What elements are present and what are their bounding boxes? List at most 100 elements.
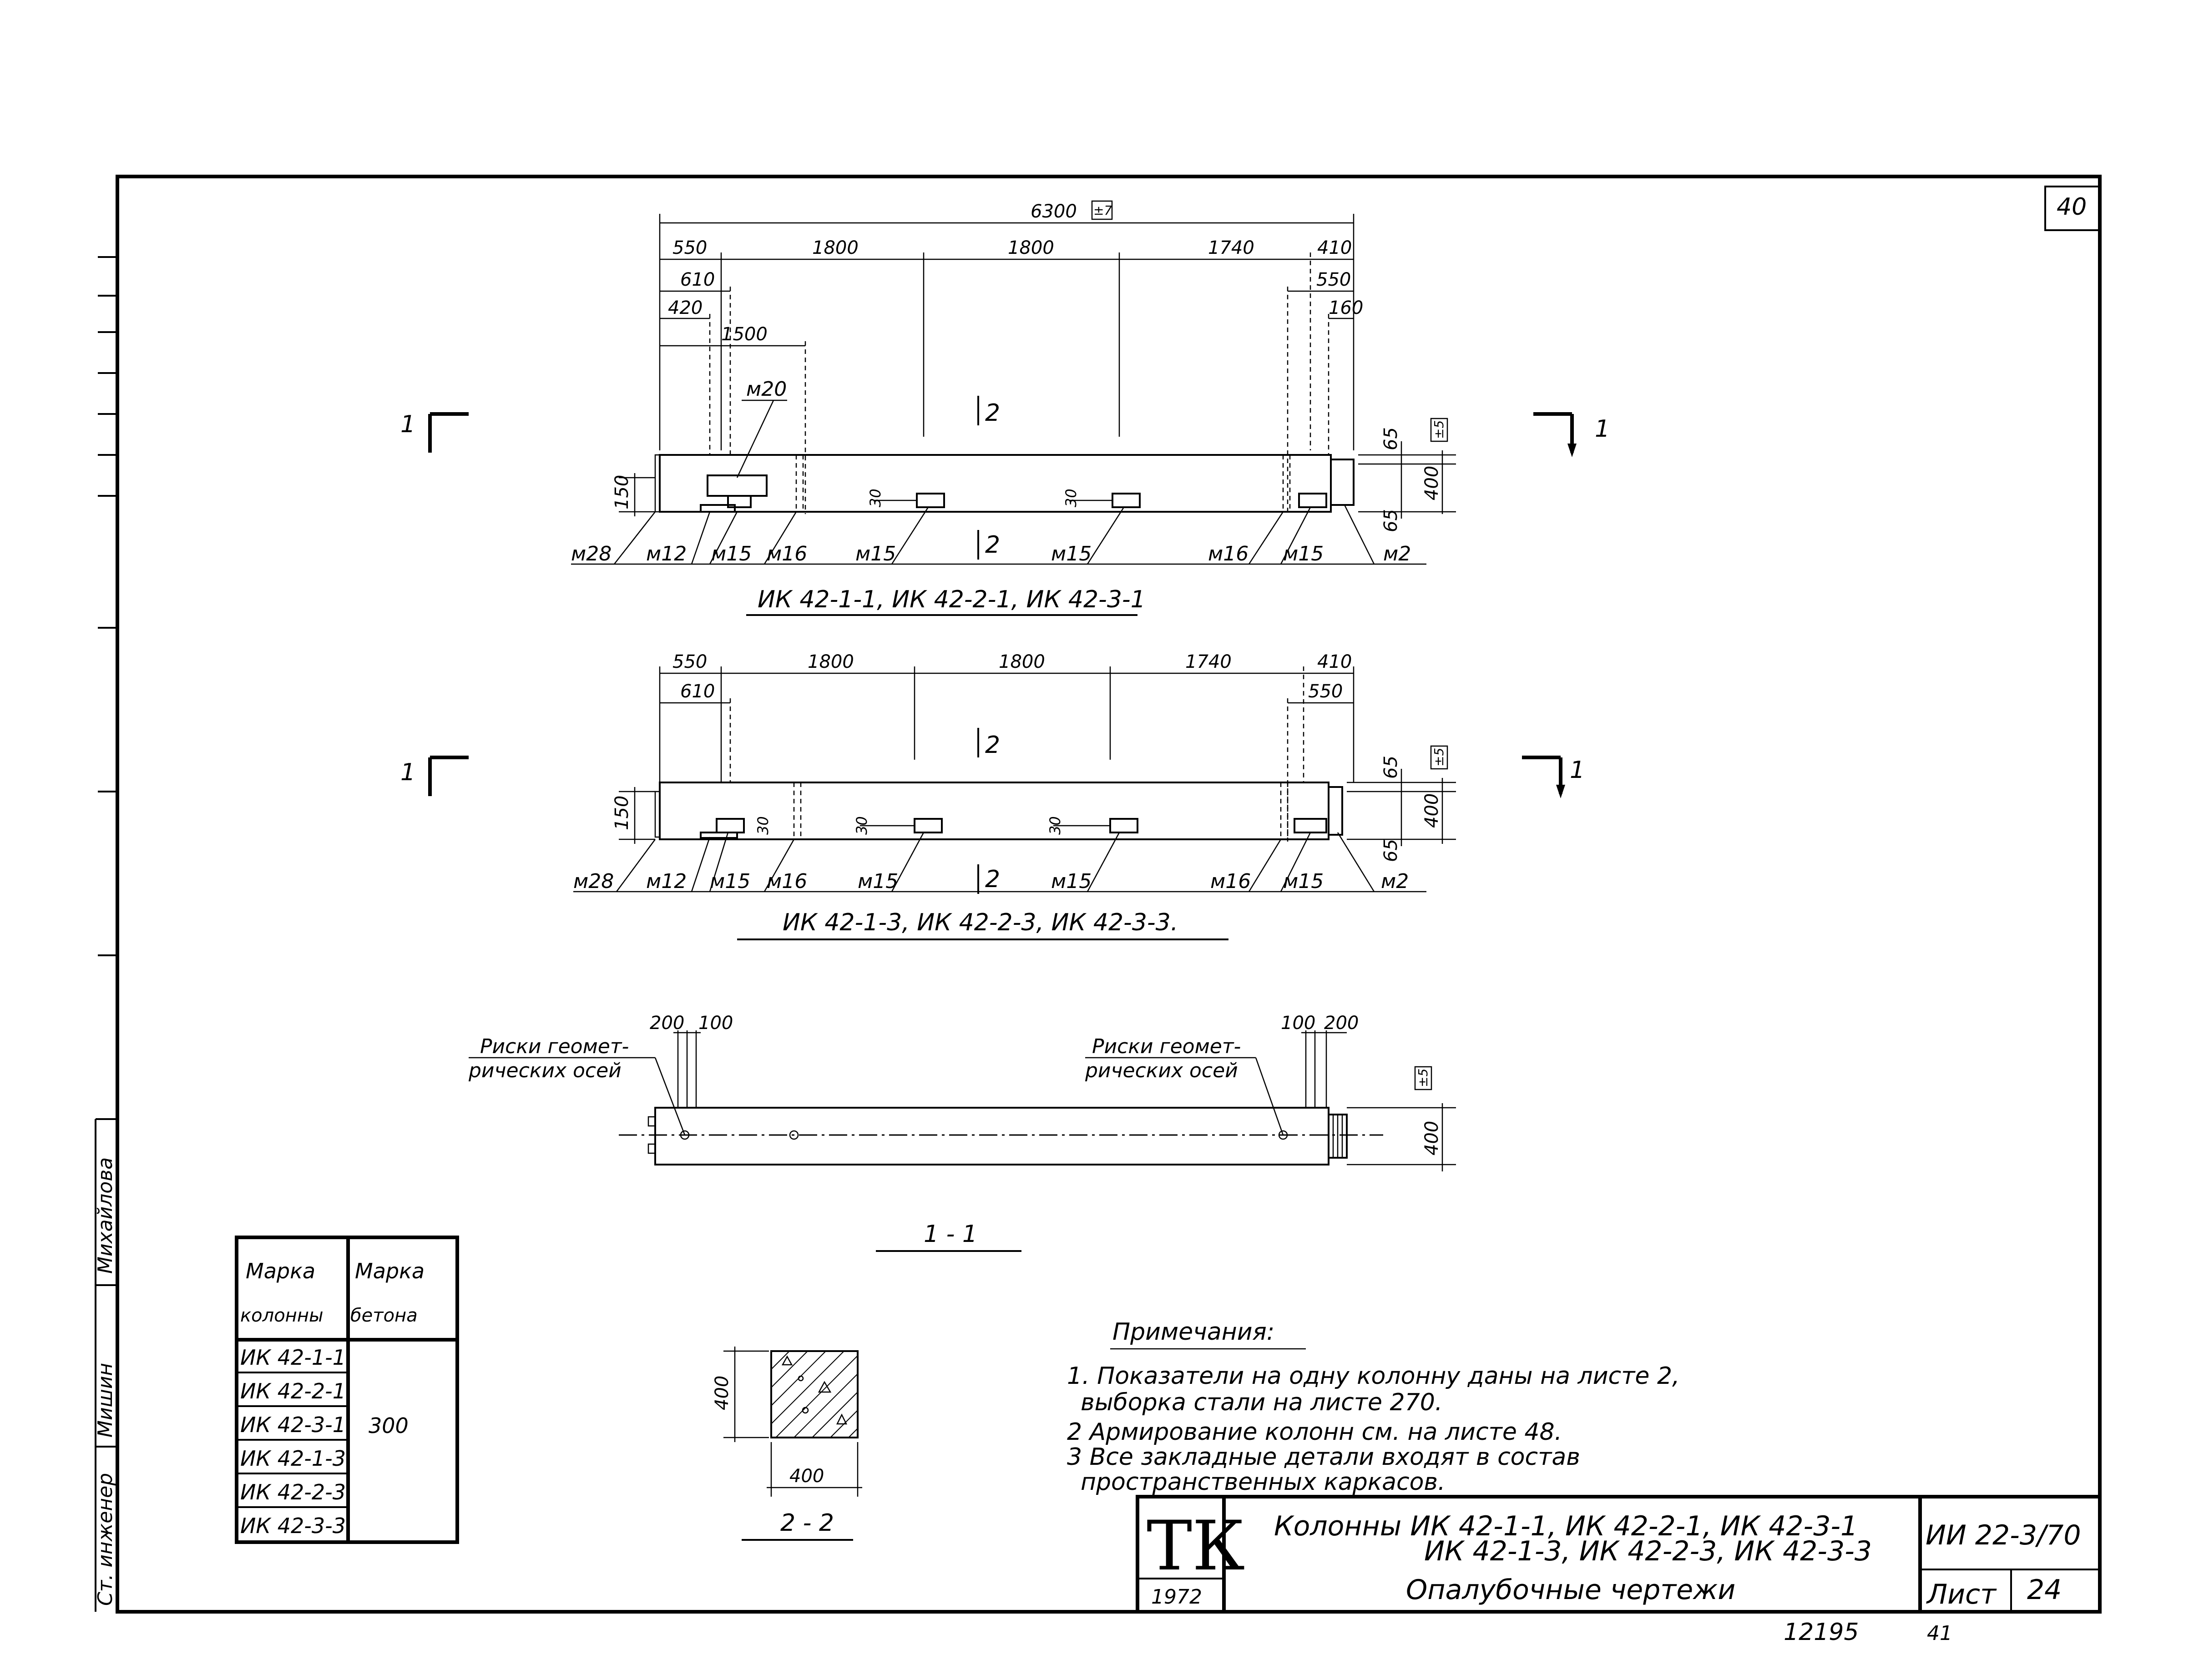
v2-dim-top-2: 1800 bbox=[808, 651, 854, 672]
part-m2: м2 bbox=[1383, 542, 1411, 565]
v2-left-vert-150: 150 bbox=[612, 796, 632, 830]
v2-part-m15-a: м15 bbox=[710, 870, 750, 893]
table-row-2: ИК 42-2-1 bbox=[240, 1379, 346, 1403]
note-2: 2 Армирование колонн см. на листе 48. bbox=[1067, 1418, 1562, 1446]
v3-note-right-2: рических осей bbox=[1085, 1059, 1238, 1082]
v3-note-right-1: Риски геомет- bbox=[1092, 1035, 1241, 1058]
mark-30-b: 30 bbox=[1062, 489, 1080, 507]
notes: Примечания: 1. Показатели на одну колонн… bbox=[1067, 1318, 1680, 1496]
tol-overall: ±7 bbox=[1093, 203, 1112, 218]
table-row-5: ИК 42-2-3 bbox=[240, 1480, 346, 1504]
part-m28: м28 bbox=[571, 542, 612, 565]
note-3a: 3 Все закладные детали входят в состав bbox=[1067, 1443, 1580, 1471]
v2-right-vert-400: 400 bbox=[1421, 793, 1442, 828]
table-header-col2b: бетона bbox=[350, 1305, 418, 1326]
v3-note-left-1: Риски геомет- bbox=[480, 1035, 629, 1058]
dim-top-2: 1800 bbox=[812, 237, 859, 258]
tb-series: ИИ 22-3/70 bbox=[1926, 1519, 2081, 1551]
tol-right: ±5 bbox=[1431, 420, 1446, 439]
view1-caption: ИК 42-1-1, ИК 42-2-1, ИК 42-3-1 bbox=[758, 586, 1146, 613]
table-row-4: ИК 42-1-3 bbox=[240, 1446, 346, 1471]
v2-section-mark-bottom: 2 bbox=[985, 866, 1000, 893]
tb-logo: ТК bbox=[1147, 1507, 1245, 1586]
v2-part-m16-b: м16 bbox=[1210, 870, 1251, 893]
table-row-1: ИК 42-1-1 bbox=[240, 1345, 346, 1370]
view2-caption: ИК 42-1-3, ИК 42-2-3, ИК 42-3-3. bbox=[783, 909, 1178, 936]
v2-part-m16-a: м16 bbox=[767, 870, 807, 893]
table-header-col1b: колонны bbox=[240, 1305, 324, 1326]
bottom-number-2: 41 bbox=[1927, 1622, 1952, 1645]
note-3b: пространственных каркасов. bbox=[1081, 1468, 1446, 1496]
section-2-2: 400 400 2 - 2 bbox=[712, 1347, 862, 1541]
mark-30-a: 30 bbox=[867, 489, 884, 507]
tb-year: 1972 bbox=[1151, 1585, 1202, 1609]
section22-caption: 2 - 2 bbox=[780, 1509, 834, 1537]
side-label-sign1: Мишин bbox=[94, 1363, 117, 1438]
dim-left-420: 420 bbox=[668, 298, 703, 318]
v2-dim-top-1: 550 bbox=[672, 651, 707, 672]
v3-note-left-2: рических осей bbox=[468, 1059, 622, 1082]
dim-top-3: 1800 bbox=[1008, 237, 1054, 258]
view3-caption: 1 - 1 bbox=[924, 1221, 977, 1248]
part-m15-a: м15 bbox=[711, 542, 752, 565]
section-mark-top: 2 bbox=[985, 399, 1000, 427]
dim-right-550: 550 bbox=[1316, 269, 1351, 290]
v2-part-m12: м12 bbox=[646, 870, 687, 893]
table-header-col2: Марка bbox=[355, 1259, 425, 1283]
table-row-3: ИК 42-3-1 bbox=[240, 1413, 346, 1437]
v2-mark-30-a: 30 bbox=[754, 816, 772, 835]
v2-cut-mark-left: 1 bbox=[400, 759, 415, 786]
v2-dim-right-550: 550 bbox=[1308, 681, 1343, 702]
v2-part-m15-b: м15 bbox=[858, 870, 898, 893]
dim-left-610: 610 bbox=[680, 269, 715, 290]
part-m20: м20 bbox=[746, 378, 787, 401]
v3-right-vert-400: 400 bbox=[1421, 1121, 1442, 1155]
s22-width: 400 bbox=[789, 1466, 824, 1487]
s22-height: 400 bbox=[712, 1376, 733, 1410]
part-m16-a: м16 bbox=[767, 542, 807, 565]
v2-right-vert-65-top: 65 bbox=[1380, 756, 1401, 779]
v2-part-m15-d: м15 bbox=[1283, 870, 1324, 893]
right-vert-65-top: 65 bbox=[1380, 427, 1401, 450]
dim-overall: 6300 bbox=[1031, 201, 1077, 222]
dim-left-1500: 1500 bbox=[721, 324, 768, 345]
part-m12: м12 bbox=[646, 542, 687, 565]
v3-dim-100-r: 100 bbox=[1281, 1013, 1315, 1034]
section-mark-bottom: 2 bbox=[985, 531, 1000, 559]
title-block: ТК 1972 Колонны ИК 42-1-1, ИК 42-2-1, ИК… bbox=[1136, 1495, 2102, 1614]
v2-part-m2: м2 bbox=[1381, 870, 1409, 893]
part-m15-d: м15 bbox=[1283, 542, 1324, 565]
tb-title-1: Колонны ИК 42-1-1, ИК 42-2-1, ИК 42-3-1 bbox=[1274, 1510, 1858, 1542]
part-m16-b: м16 bbox=[1208, 542, 1249, 565]
v2-cut-mark-right: 1 bbox=[1570, 757, 1585, 784]
dim-top-4: 1740 bbox=[1208, 237, 1254, 258]
table-row-6: ИК 42-3-3 bbox=[240, 1514, 346, 1538]
view-3: 200 100 100 200 Риски геомет- рических о… bbox=[468, 1013, 1456, 1252]
dim-right-160: 160 bbox=[1329, 298, 1363, 318]
v2-part-m28: м28 bbox=[573, 870, 614, 893]
v2-dim-top-3: 1800 bbox=[999, 651, 1045, 672]
corner-number: 40 bbox=[2057, 193, 2087, 221]
tb-sheet-label: Лист bbox=[1926, 1579, 1997, 1610]
v2-dim-top-4: 1740 bbox=[1185, 651, 1232, 672]
view-2: 550 1800 1800 1740 410 610 550 30 30 30 … bbox=[400, 651, 1585, 940]
v3-dim-200-r: 200 bbox=[1324, 1013, 1359, 1034]
table-header-col1: Марка bbox=[246, 1259, 315, 1283]
cut-mark-right: 1 bbox=[1595, 415, 1610, 443]
v2-tol-right: ±5 bbox=[1431, 748, 1446, 767]
dim-top-5: 410 bbox=[1317, 237, 1352, 258]
note-1b: выборка стали на листе 270. bbox=[1081, 1389, 1442, 1416]
part-m15-b: м15 bbox=[855, 542, 896, 565]
tb-sheet-num: 24 bbox=[2027, 1574, 2062, 1606]
v2-section-mark-top: 2 bbox=[985, 732, 1000, 759]
marks-table: Марка колонны Марка бетона ИК 42-1-1 ИК … bbox=[235, 1236, 459, 1544]
tb-title-2: ИК 42-1-3, ИК 42-2-3, ИК 42-3-3 bbox=[1424, 1535, 1872, 1567]
side-label-engineer: Ст. инженер bbox=[94, 1473, 117, 1606]
left-vert-150: 150 bbox=[612, 475, 632, 510]
right-vert-400: 400 bbox=[1421, 466, 1442, 500]
v2-right-vert-65-bot: 65 bbox=[1380, 839, 1401, 862]
v2-part-m15-c: м15 bbox=[1051, 870, 1092, 893]
v3-dim-200-l: 200 bbox=[650, 1013, 684, 1034]
sheet-frame: Ст. инженер Мишин Михайлова bbox=[94, 175, 2102, 1614]
